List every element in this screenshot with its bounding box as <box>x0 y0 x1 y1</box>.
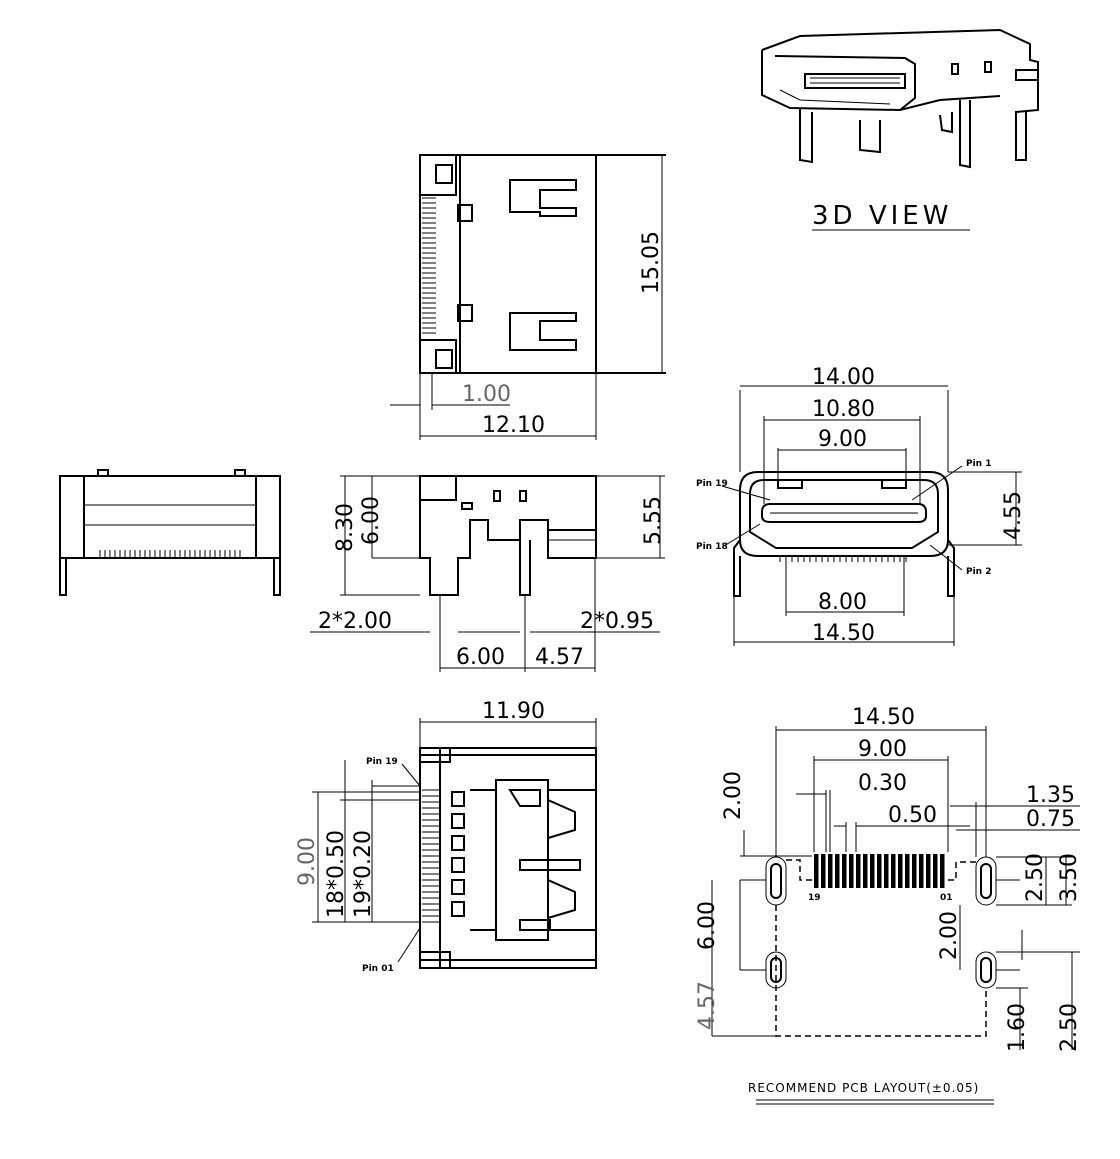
pcb-left-gap-dim: 6.00 <box>695 901 720 950</box>
bottom-pad <box>451 835 465 851</box>
front-height-dim: 4.55 <box>1001 491 1026 540</box>
pcb-pad <box>835 854 840 888</box>
bottom-pitch-odd-dim: 19*0.20 <box>351 830 376 918</box>
pcb-pad-length-dim: 2.00 <box>721 771 746 820</box>
pcb-pad <box>891 854 896 888</box>
pcb-pad <box>926 854 931 888</box>
bottom-pitch-even-dim: 18*0.50 <box>324 830 349 918</box>
bottom-pin-19-label: Pin 19 <box>366 757 398 767</box>
pcb-offset-a-dim: 1.35 <box>1026 783 1075 808</box>
pcb-slot-d-dim: 2.50 <box>1057 1003 1082 1052</box>
pcb-caption: RECOMMEND PCB LAYOUT(±0.05) <box>748 1081 979 1095</box>
pcb-pad <box>898 854 903 888</box>
pcb-pad <box>814 854 819 888</box>
pcb-pad <box>877 854 882 888</box>
front-width-outer-dim: 14.00 <box>812 365 875 390</box>
front-width-bottom-dim: 8.00 <box>818 590 867 615</box>
bottom-pad <box>451 857 465 873</box>
pcb-bottom-gap-dim: 4.57 <box>695 981 720 1030</box>
pcb-pad-pitch-dim: 0.50 <box>888 803 937 828</box>
bottom-pad <box>451 901 465 917</box>
side-pitch-a-dim: 6.00 <box>456 645 505 670</box>
pcb-width-pads-dim: 9.00 <box>858 737 907 762</box>
view-3d-caption: 3D VIEW <box>812 201 952 231</box>
pcb-pad <box>912 854 917 888</box>
side-height-body-dim: 6.00 <box>359 496 384 545</box>
side-pin-right-dim: 2*0.95 <box>580 609 654 634</box>
bottom-pad <box>451 813 465 829</box>
view-bottom <box>312 718 597 969</box>
pcb-pad <box>842 854 847 888</box>
pcb-pad <box>856 854 861 888</box>
pcb-pad <box>849 854 854 888</box>
front-width-mid-dim: 10.80 <box>812 397 875 422</box>
pcb-offset-b-dim: 0.75 <box>1026 807 1075 832</box>
top-width-dim: 12.10 <box>482 413 545 438</box>
front-pin-18-label: Pin 18 <box>696 542 728 552</box>
bottom-pad <box>451 879 465 895</box>
side-height-right-dim: 5.55 <box>641 496 666 545</box>
pcb-pad-label-19: 19 <box>808 893 821 903</box>
pcb-pad <box>919 854 924 888</box>
bottom-width-dim: 11.90 <box>482 699 545 724</box>
top-pin-offset-dim: 1.00 <box>462 382 511 407</box>
view-left <box>59 469 281 596</box>
view-side <box>310 475 665 672</box>
pcb-center-gap-dim: 2.00 <box>937 911 962 960</box>
pcb-width-overall-dim: 14.50 <box>852 705 915 730</box>
side-pin-left-dim: 2*2.00 <box>318 609 392 634</box>
bottom-pad <box>451 791 465 807</box>
pcb-pad <box>828 854 833 888</box>
view-3d <box>761 28 1039 169</box>
front-pin-1-label: Pin 1 <box>966 459 991 469</box>
side-pitch-b-dim: 4.57 <box>535 645 584 670</box>
top-height-dim: 15.05 <box>639 231 664 294</box>
pcb-pad <box>933 854 938 888</box>
view-top <box>390 154 666 440</box>
pcb-pad <box>821 854 826 888</box>
front-width-overall-dim: 14.50 <box>812 621 875 646</box>
side-height-total-dim: 8.30 <box>333 503 358 552</box>
view-front <box>721 385 1022 646</box>
pcb-pad <box>940 854 945 888</box>
pcb-slot-a-dim: 2.50 <box>1023 853 1048 902</box>
view-pcb-layout <box>711 726 1080 1050</box>
pcb-pad-width-dim: 0.30 <box>858 771 907 796</box>
pcb-pad <box>905 854 910 888</box>
pcb-pad-label-01: 01 <box>940 893 953 903</box>
front-pin-19-label: Pin 19 <box>696 479 728 489</box>
front-pin-2-label: Pin 2 <box>966 567 991 577</box>
bottom-pin-01-label: Pin 01 <box>362 964 394 974</box>
pcb-slot-b-dim: 3.50 <box>1057 853 1082 902</box>
pcb-pad <box>863 854 868 888</box>
front-width-inner-dim: 9.00 <box>818 427 867 452</box>
pcb-slot-c-dim: 1.60 <box>1005 1003 1030 1052</box>
bottom-span-dim: 9.00 <box>295 837 320 886</box>
pcb-pad <box>884 854 889 888</box>
pcb-pad <box>870 854 875 888</box>
